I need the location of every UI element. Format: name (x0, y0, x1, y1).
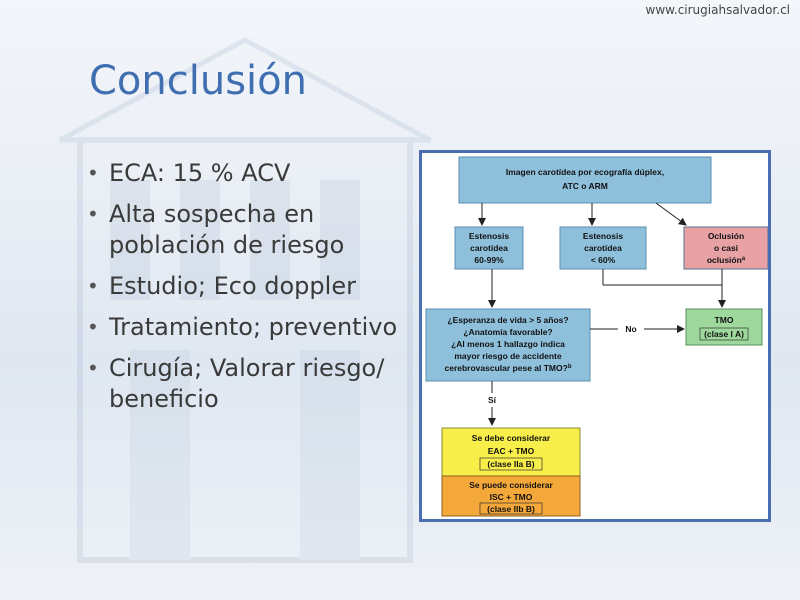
bullet-list: • ECA: 15 % ACV • Alta sospecha en pobla… (85, 158, 415, 425)
bullet-text: Cirugía; Valorar riesgo/ (109, 354, 385, 382)
bullet-item: • Alta sospecha en población de riesgo (85, 199, 415, 261)
site-url: www.cirugiahsalvador.cl (645, 3, 790, 17)
label-no: No (625, 324, 636, 334)
box-imaging-line: ATC o ARM (562, 181, 608, 191)
svg-text:¿Al menos 1 hallazgo indica: ¿Al menos 1 hallazgo indica (451, 339, 565, 349)
slide-title: Conclusión (89, 58, 307, 104)
bullet-icon: • (87, 274, 99, 298)
bullet-icon: • (87, 202, 99, 226)
bullet-item: • Tratamiento; preventivo (85, 312, 415, 343)
svg-text:< 60%: < 60% (591, 255, 616, 265)
svg-text:oclusióna: oclusióna (707, 255, 746, 265)
bullet-icon: • (87, 356, 99, 380)
bullet-icon: • (87, 315, 99, 339)
svg-text:carotídea: carotídea (584, 243, 622, 253)
box-question (425, 308, 591, 382)
bullet-item: • Cirugía; Valorar riesgo/ beneficio (85, 353, 415, 415)
svg-text:(clase I A): (clase I A) (704, 329, 744, 339)
svg-text:Se puede considerar: Se puede considerar (469, 480, 553, 490)
box-imaging (458, 156, 712, 204)
svg-text:60-99%: 60-99% (474, 255, 504, 265)
svg-text:Se debe considerar: Se debe considerar (472, 433, 551, 443)
svg-text:mayor riesgo de accidente: mayor riesgo de accidente (454, 351, 562, 361)
svg-text:(clase IIb B): (clase IIb B) (487, 504, 535, 514)
svg-text:Estenosis: Estenosis (583, 231, 623, 241)
svg-text:Oclusión: Oclusión (708, 231, 744, 241)
svg-text:cerebrovascular pese al TMO?b: cerebrovascular pese al TMO?b (445, 363, 572, 373)
bullet-icon: • (87, 161, 99, 185)
label-si: Sí (488, 395, 497, 405)
svg-text:o casi: o casi (714, 243, 738, 253)
svg-text:ISC + TMO: ISC + TMO (490, 492, 533, 502)
box-occlusion (683, 226, 768, 270)
bullet-text: Tratamiento; preventivo (109, 313, 398, 341)
bullet-text: Alta sospecha en (109, 200, 315, 228)
box-imaging-line: Imagen carotídea por ecografía dúplex, (506, 167, 664, 177)
box-consider-isc (441, 475, 581, 517)
bullet-text: ECA: 15 % ACV (109, 159, 291, 187)
svg-text:carotídea: carotídea (470, 243, 508, 253)
svg-text:TMO: TMO (715, 315, 734, 325)
bullet-item: • Estudio; Eco doppler (85, 271, 415, 302)
svg-text:¿Esperanza de vida > 5 años?: ¿Esperanza de vida > 5 años? (447, 315, 568, 325)
box-stenosis-high (454, 226, 524, 270)
box-tmo (685, 308, 763, 346)
flowchart-svg: Imagen carotídea por ecografía dúplex, A… (425, 156, 768, 517)
bullet-item: • ECA: 15 % ACV (85, 158, 415, 189)
box-stenosis-low (559, 226, 647, 270)
svg-text:ATC o ARM: ATC o ARM (562, 181, 608, 191)
bullet-text: población de riesgo (109, 231, 345, 259)
bullet-text: beneficio (109, 385, 219, 413)
svg-text:Imagen carotídea por ecografía: Imagen carotídea por ecografía dúplex, (506, 167, 664, 177)
svg-text:Estenosis: Estenosis (469, 231, 509, 241)
flowchart-figure: Imagen carotídea por ecografía dúplex, A… (419, 150, 771, 522)
svg-text:(clase IIa B): (clase IIa B) (487, 459, 534, 469)
svg-text:¿Anatomía favorable?: ¿Anatomía favorable? (463, 327, 552, 337)
bullet-text: Estudio; Eco doppler (109, 272, 356, 300)
svg-text:EAC + TMO: EAC + TMO (488, 446, 535, 456)
box-consider-eac (441, 427, 581, 477)
